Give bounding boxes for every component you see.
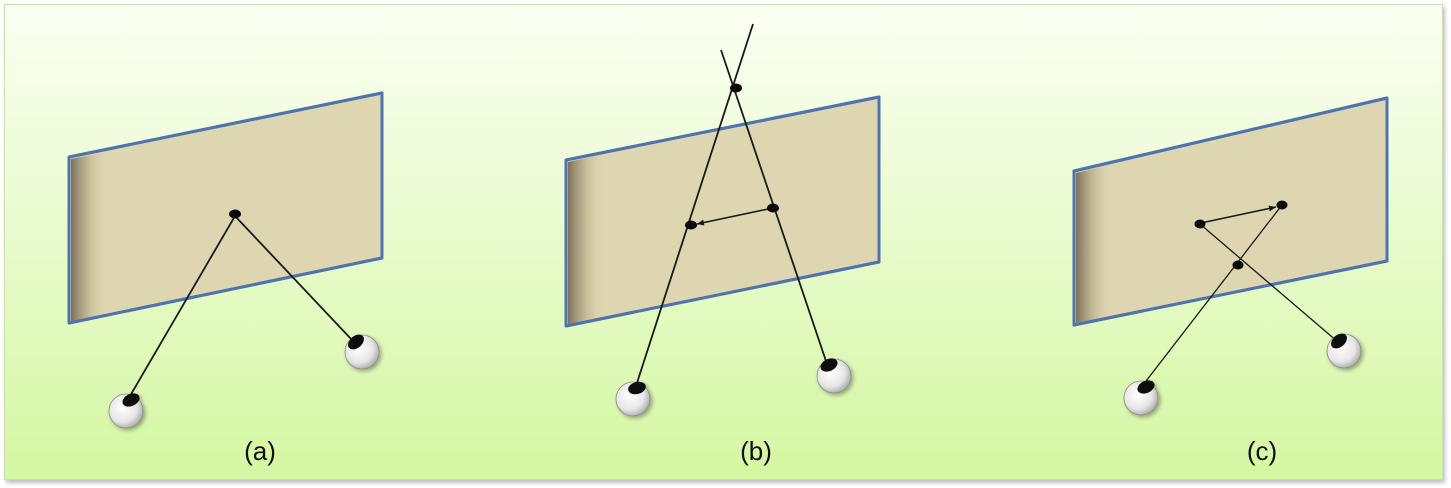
panel-b: (b) xyxy=(564,23,881,466)
screen-point-a xyxy=(229,209,241,219)
panel-a: (a) xyxy=(67,91,384,466)
screen-c xyxy=(1072,96,1389,327)
perceived-point-c xyxy=(1232,260,1244,270)
screen-a xyxy=(67,91,384,325)
caption-c: (c) xyxy=(1247,436,1277,466)
disparity-arrow-c xyxy=(1200,205,1277,224)
ray-left-eye-c xyxy=(1142,204,1283,386)
right-eye-icon xyxy=(1326,333,1362,369)
perceived-point-b xyxy=(730,83,742,93)
screen-b xyxy=(564,95,881,328)
left-eye-icon xyxy=(1123,380,1159,416)
disparity-arrow-b xyxy=(696,207,774,226)
ray-right-eye-a xyxy=(234,215,353,341)
screen-point-left-b xyxy=(685,220,697,230)
panel-c: (c) xyxy=(1072,96,1389,466)
right-eye-icon xyxy=(344,334,380,370)
right-eye-icon xyxy=(816,358,852,394)
caption-b: (b) xyxy=(740,436,772,466)
left-eye-icon xyxy=(615,381,651,417)
screen-point-right-b xyxy=(767,203,779,213)
ray-right-eye-c xyxy=(1199,223,1339,343)
left-eye-icon xyxy=(108,393,144,429)
ray-left-eye-a xyxy=(129,215,236,397)
screen-point-right-c xyxy=(1276,200,1288,210)
caption-a: (a) xyxy=(244,436,276,466)
screen-point-left-c xyxy=(1194,219,1206,229)
